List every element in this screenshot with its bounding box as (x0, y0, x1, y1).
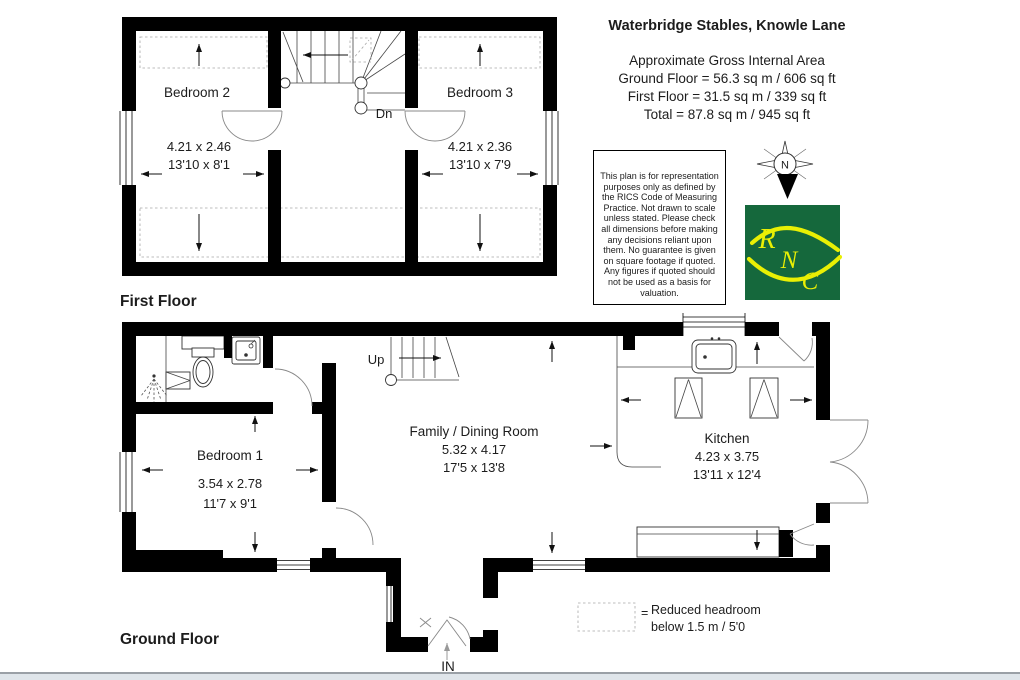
first-floor-title: First Floor (120, 293, 197, 310)
legend-swatch (577, 602, 636, 632)
french-door-top (829, 419, 869, 463)
family-dining-dims-metric: 5.32 x 4.17 (442, 442, 506, 457)
door-arcs (274, 336, 869, 647)
stairs-down-label: Dn (376, 106, 393, 121)
rnc-logo-background (745, 205, 840, 300)
bedroom1-dims-metric: 3.54 x 2.78 (198, 476, 262, 491)
compass-needle (777, 174, 798, 199)
bathroom-counter (181, 335, 225, 350)
bathroom-door-arc (274, 368, 313, 407)
logo-letter-c: C (802, 268, 819, 295)
window-right (543, 111, 562, 185)
window-bedroom1-left (117, 452, 136, 512)
reduced-headroom-areas (139, 36, 541, 258)
side-door-arc (789, 523, 815, 546)
disclaimer-box: This plan is for representation purposes… (593, 150, 726, 305)
window-kitchen-top (682, 313, 746, 336)
bathroom-fixtures (140, 335, 261, 402)
entrance-door (419, 616, 471, 647)
appliance-icon (749, 377, 779, 419)
bedroom2-label: Bedroom 2 (164, 85, 230, 100)
family-dining-dims-imperial: 17'5 x 13'8 (443, 460, 505, 475)
appliance-icon (674, 377, 703, 419)
compass-north-label: N (781, 160, 789, 172)
area-line: Approximate Gross Internal Area (629, 53, 825, 68)
rnc-logo: R N C (745, 205, 843, 300)
kitchen-sink-icon (691, 337, 737, 374)
area-line: Total = 87.8 sq m / 945 sq ft (643, 107, 811, 122)
compass-icon: N (756, 140, 814, 199)
dimension-arrows (141, 44, 538, 251)
bedroom3-dims-imperial: 13'10 x 7'9 (449, 157, 511, 172)
window-bottom-1 (277, 556, 310, 574)
first-floor-plan: Bedroom 2 4.21 x 2.46 13'10 x 8'1 Bedroo… (117, 17, 562, 310)
kitchen-partition-curve (616, 336, 661, 468)
windows (117, 111, 562, 185)
kitchen-fixtures (616, 336, 814, 558)
dimension-arrows (142, 341, 812, 553)
page-bottom-divider (0, 672, 1020, 674)
ground-floor-plan: Bedroom 1 3.54 x 2.78 11'7 x 9'1 Family … (117, 313, 869, 674)
toilet-icon (191, 347, 215, 388)
back-door-arc (778, 336, 813, 362)
bedroom3-label: Bedroom 3 (447, 85, 513, 100)
stairs-up-label: Up (368, 352, 385, 367)
logo-letter-n: N (780, 247, 799, 274)
area-line: First Floor = 31.5 sq m / 339 sq ft (627, 89, 827, 104)
legend-line2: below 1.5 m / 5'0 (651, 620, 745, 634)
bedroom2-dims-imperial: 13'10 x 8'1 (168, 157, 230, 172)
area-summary: Approximate Gross Internal Area Ground F… (581, 52, 873, 124)
walls (122, 17, 557, 276)
logo-swoosh-bottom (746, 254, 843, 282)
stairs-first-floor (279, 30, 406, 115)
kitchen-dims-imperial: 13'11 x 12'4 (693, 467, 761, 482)
legend-line1: Reduced headroom (651, 603, 761, 617)
ground-floor-title: Ground Floor (120, 631, 219, 648)
bedroom1-dims-imperial: 11'7 x 9'1 (203, 496, 257, 511)
bathroom-sink-icon (231, 336, 261, 365)
window-porch (385, 586, 393, 622)
area-line: Ground Floor = 56.3 sq m / 606 sq ft (618, 71, 836, 86)
french-door-bottom (829, 461, 869, 504)
bedroom3-dims-metric: 4.21 x 2.36 (448, 139, 512, 154)
kitchen-label: Kitchen (704, 431, 749, 446)
windows (117, 313, 746, 622)
legend-equals: = (641, 606, 648, 620)
entrance-label: IN (441, 659, 455, 674)
bedroom2-dims-metric: 4.21 x 2.46 (167, 139, 231, 154)
window-bottom-2 (533, 556, 585, 574)
property-title: Waterbridge Stables, Knowle Lane (608, 18, 846, 34)
walls (122, 322, 830, 652)
family-dining-label: Family / Dining Room (409, 424, 538, 439)
logo-swoosh-top (749, 225, 841, 253)
legend: = Reduced headroom below 1.5 m / 5'0 (577, 602, 761, 634)
shower-spray-icon (140, 374, 168, 402)
page-bottom-bar (0, 674, 1020, 680)
bedroom1-label: Bedroom 1 (197, 448, 263, 463)
kitchen-dims-metric: 4.23 x 3.75 (695, 449, 759, 464)
bedroom1-door-arc (335, 507, 374, 546)
door-arcs (221, 110, 466, 142)
stairs-ground-floor (385, 336, 460, 386)
shower-tray-icon (165, 371, 191, 390)
kitchen-bottom-counter (636, 526, 780, 558)
logo-letter-r: R (757, 224, 775, 255)
window-left (117, 111, 136, 185)
